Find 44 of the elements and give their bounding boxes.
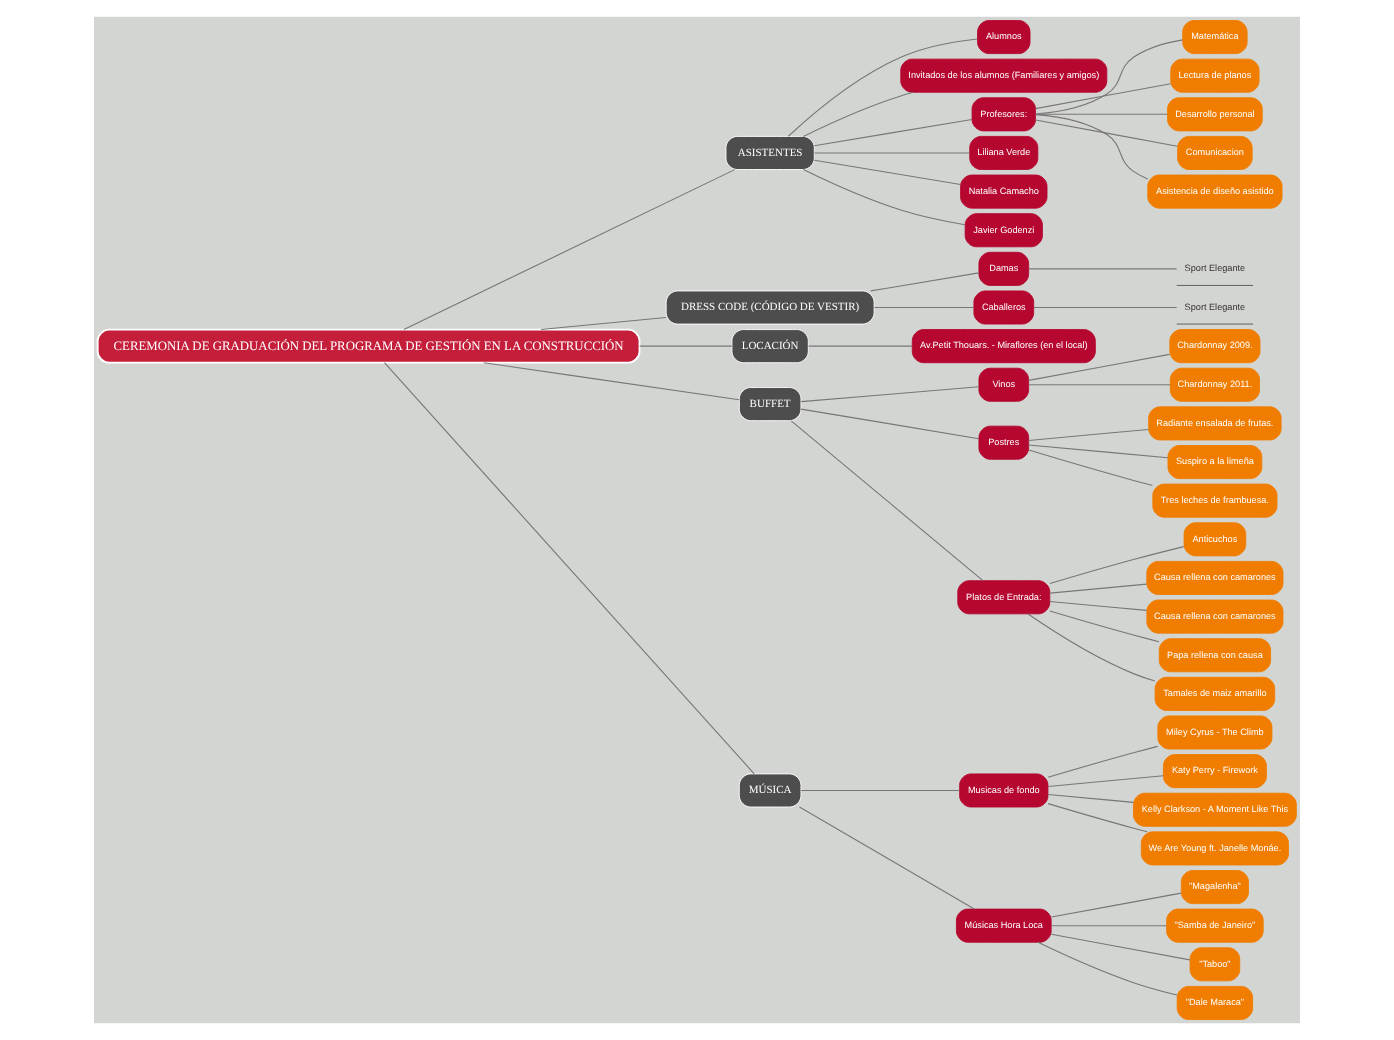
connector	[802, 91, 914, 137]
connector	[383, 362, 755, 775]
connector	[1047, 745, 1159, 778]
connector	[1028, 444, 1169, 459]
connector	[1050, 892, 1182, 918]
connector	[802, 168, 966, 226]
connector	[808, 345, 913, 347]
connector	[813, 159, 962, 186]
connector	[1037, 941, 1178, 996]
connector	[1049, 610, 1160, 643]
connector	[1050, 925, 1167, 927]
connector	[639, 345, 733, 347]
connector	[870, 272, 980, 292]
connector	[787, 38, 978, 137]
connector	[1028, 428, 1149, 442]
connector	[1049, 583, 1148, 594]
connector	[1028, 384, 1171, 386]
connector	[1028, 353, 1170, 381]
connector	[800, 789, 960, 791]
connector	[1047, 803, 1148, 833]
connector	[1027, 613, 1156, 682]
connector	[813, 152, 971, 154]
connector	[813, 118, 973, 147]
connector	[1035, 113, 1169, 115]
connector	[1035, 114, 1149, 180]
connector	[1050, 933, 1191, 961]
connector	[798, 806, 975, 910]
connector	[873, 306, 975, 309]
connector	[1028, 449, 1153, 486]
connector	[1049, 546, 1185, 585]
connector	[1035, 39, 1184, 115]
connector	[1035, 119, 1178, 147]
connector	[800, 386, 980, 403]
connector	[483, 362, 740, 401]
connector	[1047, 793, 1134, 803]
connector	[1049, 600, 1148, 611]
connector	[800, 408, 980, 440]
connector	[403, 169, 736, 331]
connector	[1028, 268, 1178, 270]
connector	[1033, 306, 1178, 309]
connector	[1035, 83, 1172, 110]
connector	[1047, 775, 1164, 787]
connector	[540, 316, 667, 331]
connector	[790, 420, 984, 582]
